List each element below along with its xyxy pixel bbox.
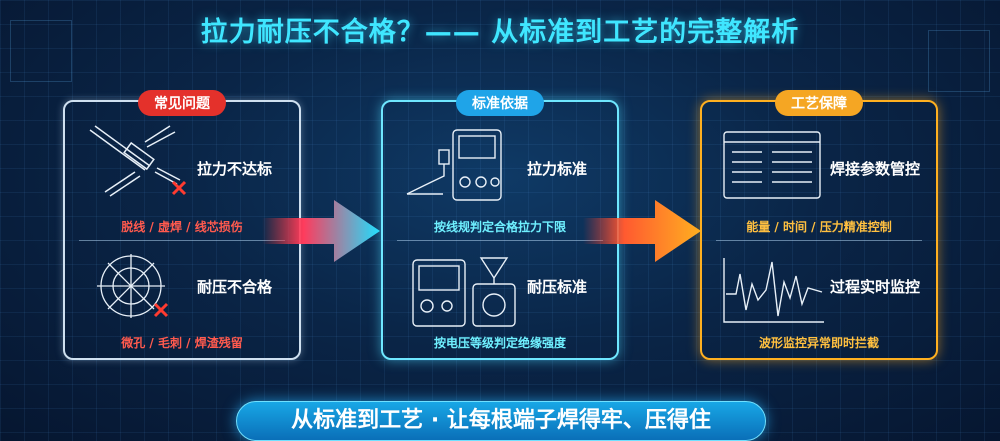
label-tensile-fail: 拉力不达标 (197, 160, 273, 178)
sub-weld-params: 能量 / 时间 / 压力精准控制 (746, 220, 892, 234)
badge-process: 工艺保障 (775, 90, 863, 116)
sub-hipot-standard: 按电压等级判定绝缘强度 (433, 336, 566, 350)
label-weld-params: 焊接参数管控 (830, 160, 921, 178)
panel-process: 工艺保障 焊接参数管控 能量 / 时间 / 压力精准控制 过程实时监控 波形监控… (700, 90, 938, 360)
panel-divider (397, 240, 603, 241)
badge-common-problems: 常见问题 (138, 90, 226, 116)
hipot-tester-icon (412, 257, 516, 327)
panel-divider (716, 240, 922, 241)
waveform-icon (723, 258, 824, 323)
label-hipot-fail: 耐压不合格 (197, 278, 273, 296)
sub-tensile-fail: 脱线 / 虚焊 / 线芯损伤 (121, 220, 243, 234)
sub-realtime-monitor: 波形监控异常即时拦截 (758, 336, 879, 350)
decor-frame (928, 30, 990, 92)
arrow-right-icon (262, 200, 380, 262)
label-hipot-standard: 耐压标准 (527, 278, 588, 296)
wire-break-icon (89, 125, 187, 197)
page-title: 拉力耐压不合格？—— 从标准到工艺的完整解析 (200, 17, 800, 48)
sub-tensile-standard: 按线规判定合格拉力下限 (433, 220, 566, 234)
arrow-right-icon (583, 200, 701, 262)
label-realtime-monitor: 过程实时监控 (830, 278, 921, 296)
control-panel-icon (723, 131, 821, 199)
decor-frame (10, 20, 72, 82)
sub-hipot-fail: 微孔 / 毛刺 / 焊渣残留 (121, 336, 243, 350)
bottom-banner: 从标准到工艺 · 让每根端子焊得牢、压得住 (236, 401, 766, 441)
tensile-tester-icon (406, 129, 502, 201)
label-tensile-standard: 拉力标准 (527, 160, 588, 178)
badge-standards: 标准依据 (456, 90, 544, 116)
crosshair-defect-icon (97, 254, 169, 318)
panel-divider (79, 240, 285, 241)
